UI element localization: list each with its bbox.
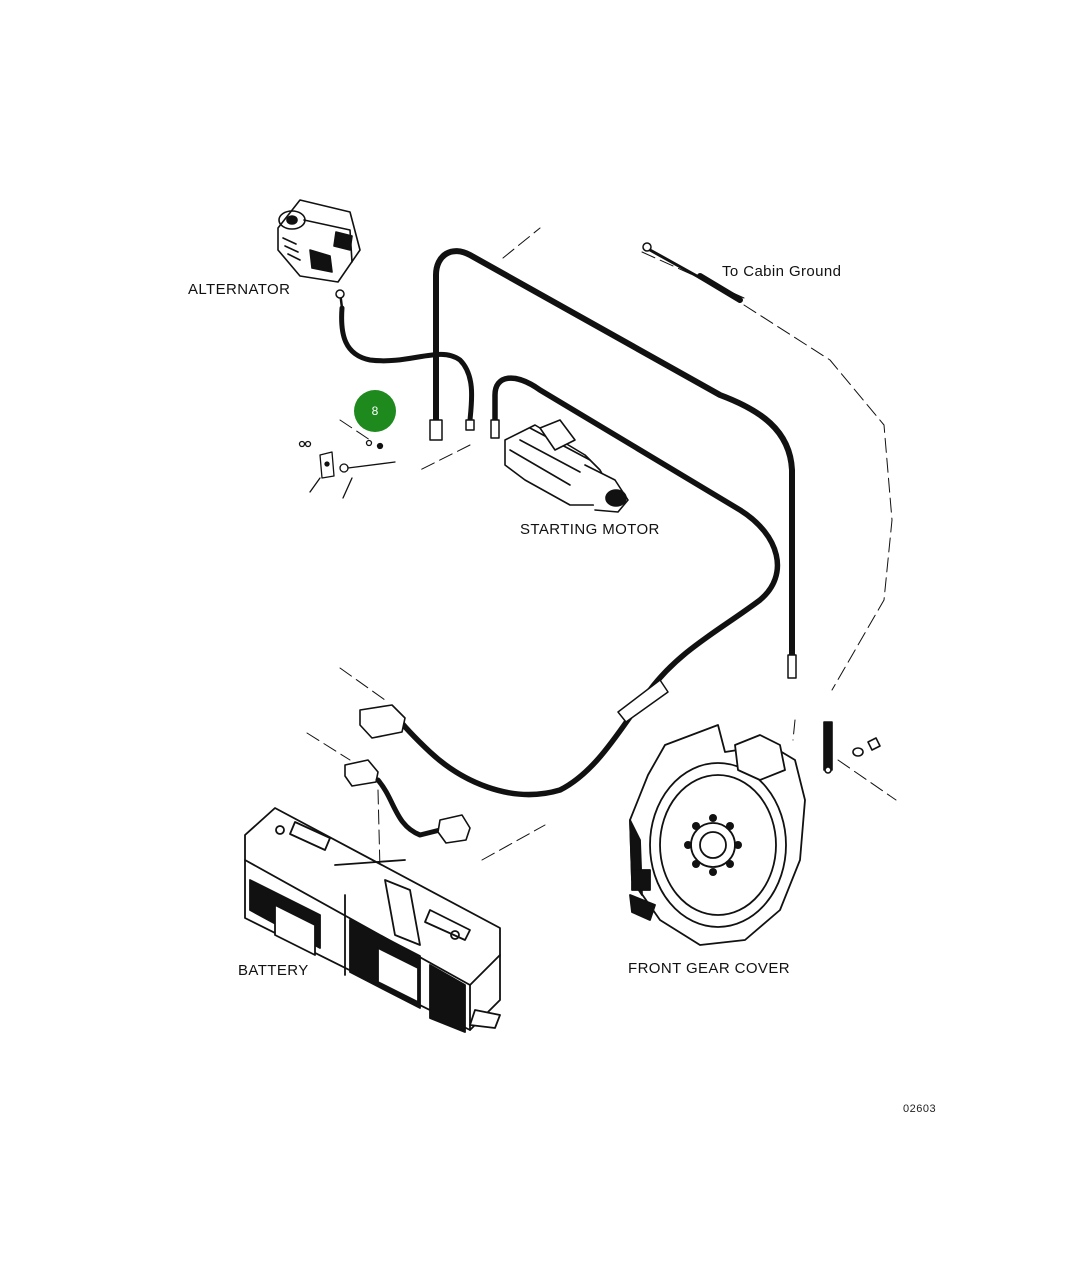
callout-marker[interactable]: 8 <box>354 390 396 432</box>
dashed-leader-lines <box>306 227 897 871</box>
to-cabin-ground-label: To Cabin Ground <box>722 263 842 280</box>
ground-bolt-hardware <box>823 721 881 774</box>
starting-motor-label: STARTING MOTOR <box>520 521 660 538</box>
battery <box>244 807 501 1033</box>
alternator-label: ALTERNATOR <box>188 281 291 298</box>
alternator <box>277 199 361 283</box>
starting-motor <box>504 419 629 513</box>
mounting-hardware <box>298 439 396 499</box>
figure-id: 02603 <box>903 1103 937 1115</box>
callout-number: 8 <box>371 404 379 418</box>
front-gear-cover <box>629 724 806 946</box>
battery-label: BATTERY <box>238 962 309 979</box>
battery-connectors <box>344 704 471 844</box>
front-gear-cover-label: FRONT GEAR COVER <box>628 960 790 977</box>
ground-cable <box>429 248 797 679</box>
starter-cable <box>397 375 781 798</box>
cabin-ground-strap <box>642 242 743 303</box>
alternator-cable <box>335 289 475 431</box>
